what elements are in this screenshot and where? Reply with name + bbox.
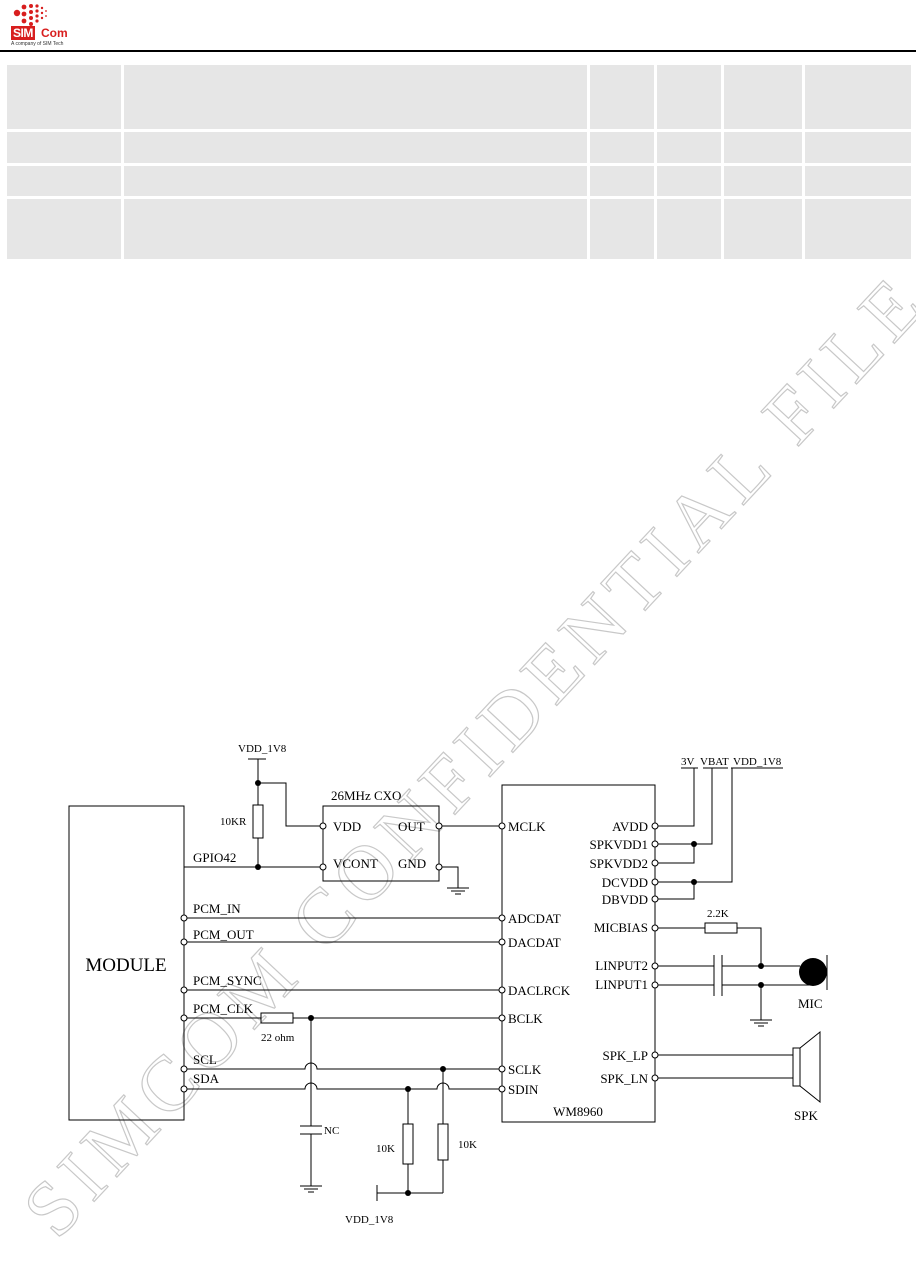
- cxo-pin-gnd: GND: [398, 856, 426, 871]
- logo-sim-text: SIM: [11, 26, 35, 40]
- pin-pcm-sync: PCM_SYNC: [193, 973, 262, 988]
- simcom-logo: SIM Com A company of SIM Tech: [11, 3, 71, 47]
- codec-pin-mclk: MCLK: [508, 819, 546, 834]
- i2c-resistor-sda-label: 10K: [376, 1143, 395, 1155]
- codec-pin-dbvdd: DBVDD: [602, 892, 648, 907]
- series-resistor-label: 22 ohm: [261, 1032, 295, 1044]
- table-cell: [724, 132, 802, 163]
- speaker-icon: [792, 1030, 821, 1104]
- table-cell: [590, 132, 654, 163]
- table-cell: [657, 65, 721, 129]
- table-cell: [7, 199, 121, 259]
- pin-scl: SCL: [193, 1052, 217, 1067]
- table-cell: [657, 132, 721, 163]
- cxo-label: 26MHz CXO: [331, 788, 401, 803]
- codec-pin-spkvdd2: SPKVDD2: [589, 856, 648, 871]
- table-row: [7, 132, 911, 163]
- page-header: SIM Com A company of SIM Tech: [0, 0, 916, 52]
- pin-pcm-in: PCM_IN: [193, 901, 241, 916]
- microphone-icon: [799, 955, 828, 990]
- table-cell: [590, 65, 654, 129]
- codec-pin-dacdat: DACDAT: [508, 935, 561, 950]
- i2c-resistor-scl: [437, 1123, 449, 1161]
- table-cell: [805, 166, 911, 196]
- codec-pin-dcvdd: DCVDD: [602, 875, 648, 890]
- codec-block: [501, 784, 656, 1123]
- table-cell: [124, 132, 587, 163]
- table-cell: [124, 65, 587, 129]
- module-block: [68, 805, 185, 1121]
- codec-pin-sdin: SDIN: [508, 1082, 539, 1097]
- mic-label: MIC: [798, 996, 823, 1011]
- table-cell: [7, 166, 121, 196]
- table-cell: [805, 132, 911, 163]
- codec-pin-bclk: BCLK: [508, 1011, 543, 1026]
- logo-com-text: Com: [41, 26, 68, 40]
- codec-pin-adcdat: ADCDAT: [508, 911, 561, 926]
- table-cell: [657, 199, 721, 259]
- pullup-resistor-label: 10KR: [220, 816, 247, 828]
- table-cell: [724, 166, 802, 196]
- table-cell: [657, 166, 721, 196]
- i2c-resistor-sda: [402, 1123, 414, 1165]
- supply-vbat-label: VBAT: [700, 756, 729, 768]
- table-cell: [724, 199, 802, 259]
- logo-dots-icon: [13, 4, 47, 26]
- table-cell: [805, 199, 911, 259]
- cxo-block: [322, 805, 440, 882]
- table-row: [7, 65, 911, 129]
- vdd-bottom-label: VDD_1V8: [345, 1214, 394, 1226]
- logo-tagline: A company of SIM Tech: [11, 41, 64, 47]
- codec-pin-daclrck: DACLRCK: [508, 983, 571, 998]
- table-cell: [805, 65, 911, 129]
- table-cell: [124, 166, 587, 196]
- codec-pin-spk-ln: SPK_LN: [600, 1071, 648, 1086]
- micbias-resistor: [704, 922, 738, 934]
- codec-pin-sclk: SCLK: [508, 1062, 542, 1077]
- table-cell: [590, 166, 654, 196]
- i2c-resistor-scl-label: 10K: [458, 1139, 477, 1151]
- table-cell: [590, 199, 654, 259]
- pin-pcm-clk: PCM_CLK: [193, 1001, 254, 1016]
- table-cell: [7, 132, 121, 163]
- codec-pin-avdd: AVDD: [612, 819, 648, 834]
- table-row: [7, 166, 911, 196]
- codec-pin-linput1: LINPUT1: [595, 977, 648, 992]
- spec-table: [4, 62, 914, 262]
- cap-nc-label: NC: [324, 1125, 339, 1137]
- pullup-resistor: [252, 804, 264, 839]
- codec-pin-linput2: LINPUT2: [595, 958, 648, 973]
- spk-label: SPK: [794, 1108, 818, 1123]
- cxo-pin-vcont: VCONT: [333, 856, 378, 871]
- codec-pin-micbias: MICBIAS: [594, 920, 648, 935]
- supply-3v-label: 3V: [681, 756, 695, 768]
- pin-pcm-out: PCM_OUT: [193, 927, 254, 942]
- codec-label: WM8960: [553, 1104, 603, 1119]
- table-cell: [124, 199, 587, 259]
- supply-1v8-label: VDD_1V8: [733, 756, 782, 768]
- gpio-label: GPIO42: [193, 850, 236, 865]
- table-row: [7, 199, 911, 259]
- micbias-resistor-label: 2.2K: [707, 908, 729, 920]
- series-resistor: [260, 1012, 294, 1024]
- pin-sda: SDA: [193, 1071, 220, 1086]
- module-label: MODULE: [85, 955, 166, 976]
- table-cell: [724, 65, 802, 129]
- codec-pin-spk-lp: SPK_LP: [602, 1048, 648, 1063]
- cxo-pin-vdd: VDD: [333, 819, 361, 834]
- vdd-top-label: VDD_1V8: [238, 743, 287, 755]
- header-divider: [0, 50, 916, 52]
- table-cell: [7, 65, 121, 129]
- codec-pin-spkvdd1: SPKVDD1: [589, 837, 648, 852]
- cxo-pin-out: OUT: [398, 819, 425, 834]
